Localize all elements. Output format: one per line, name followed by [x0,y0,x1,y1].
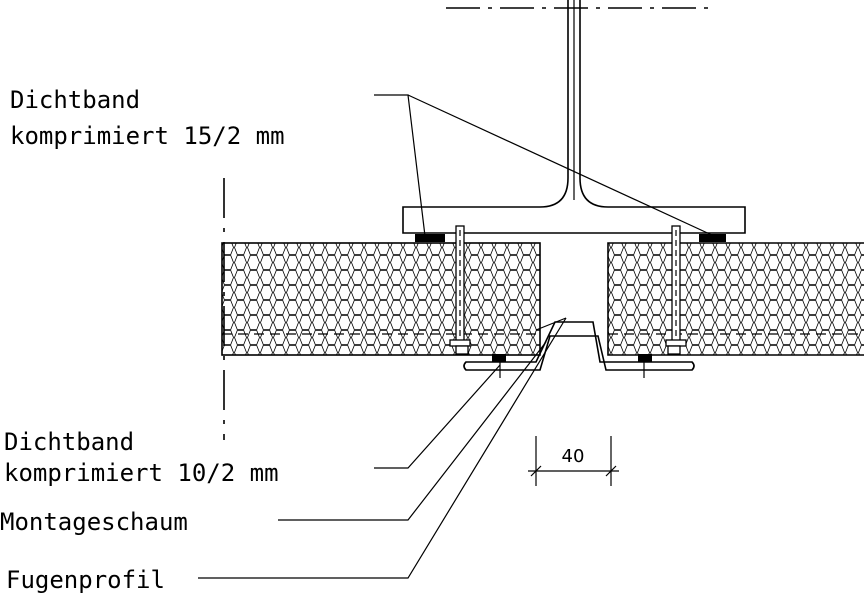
dimension-value: 40 [562,446,585,467]
steel-beam [402,0,746,234]
label-dichtband-bottom-spec: komprimiert 10/2 mm [4,459,279,487]
leader-lines [198,94,715,579]
nut-right [667,345,681,355]
sandwich-panel-right [607,242,864,356]
label-dichtband-top-spec: komprimiert 15/2 mm [10,122,285,150]
center-lines [223,7,712,440]
sealing-tape-top [415,234,726,242]
label-fugenprofil: Fugenprofil [6,566,165,594]
dimension-gap: 40 [528,436,619,486]
label-montageschaum: Montageschaum [0,508,188,536]
sealing-tape-bottom [492,354,652,378]
nut-left [455,345,469,355]
joint-profile [463,317,695,371]
sandwich-panel-left [221,242,541,356]
label-dichtband-top: Dichtband [10,86,140,114]
label-dichtband-bottom: Dichtband [4,428,134,456]
